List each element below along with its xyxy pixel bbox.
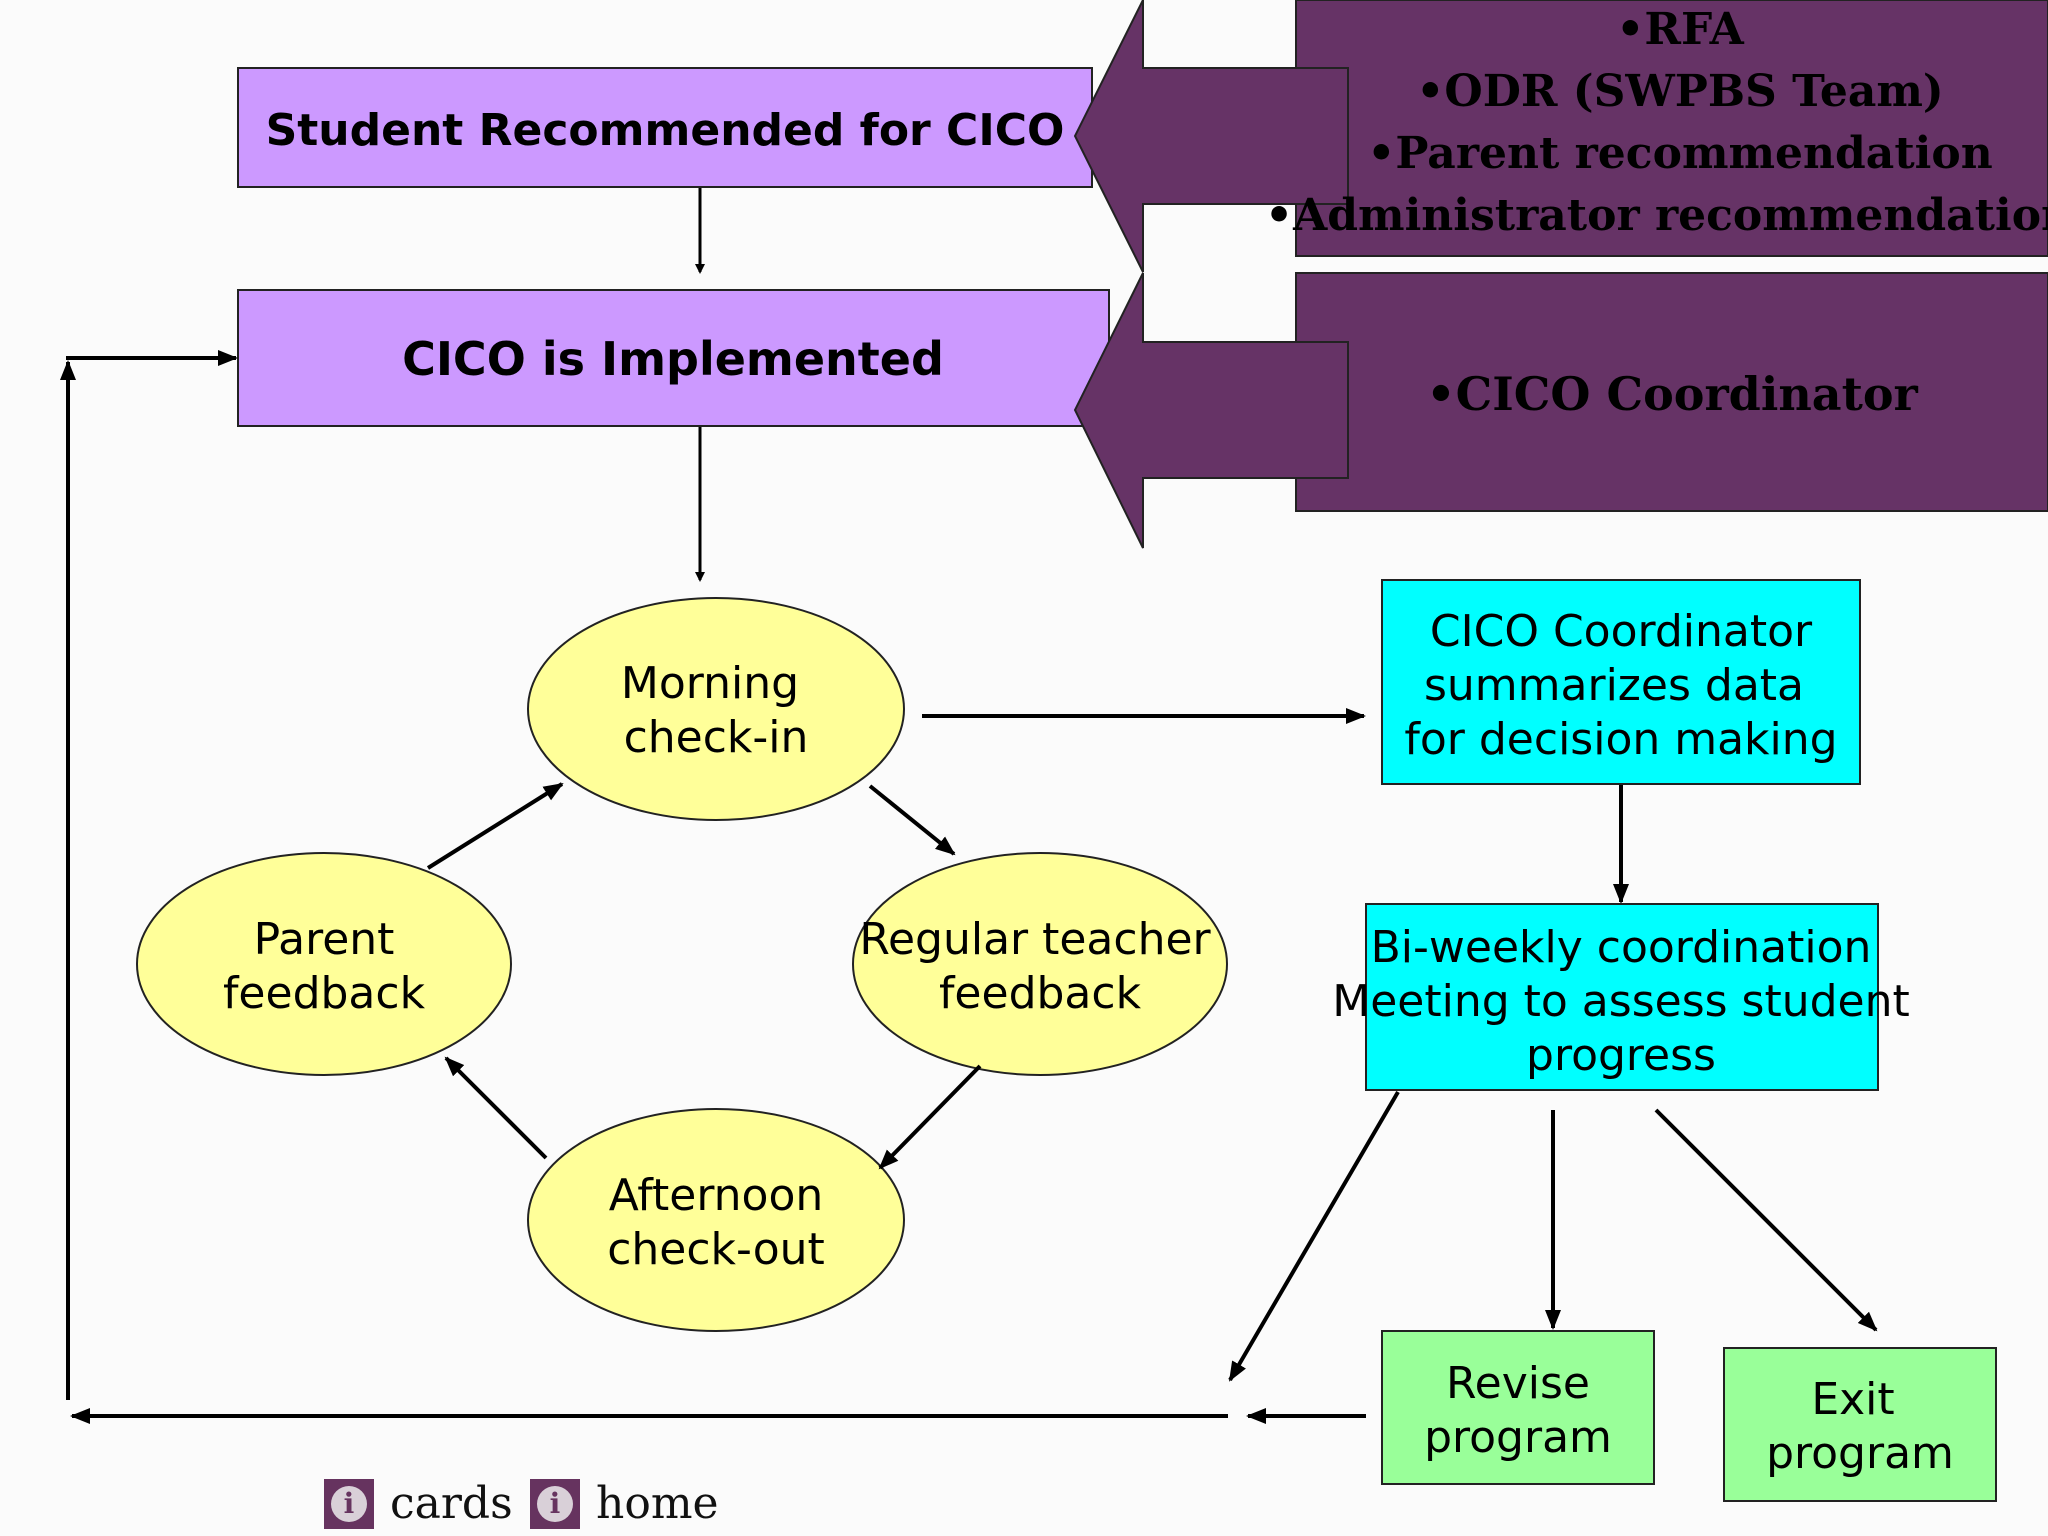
arrow-meeting-to-continue (1228, 1090, 1400, 1382)
implemented-box (237, 289, 1110, 427)
revise-line1: Revise (1446, 1358, 1590, 1409)
summary-line1: CICO Coordinator (1430, 606, 1813, 657)
parent-feedback-line1: Parent (254, 914, 395, 965)
morning-checkin-line1: Morning (621, 658, 799, 709)
morning-checkin-ellipse (527, 597, 905, 821)
referral-box (237, 67, 1093, 188)
referral-sources-arrow (1073, 0, 2048, 273)
referral-source-odr: •ODR (SWPBS Team) (1416, 66, 1943, 117)
parent-feedback-ellipse (136, 852, 512, 1076)
revise-box (1381, 1330, 1655, 1485)
morning-checkin-line2: check-in (624, 712, 809, 763)
referral-box-label: Student Recommended for CICO (266, 105, 1065, 156)
arrow-afternoon-to-parent (444, 1056, 548, 1160)
summary-line2: summarizes data (1424, 660, 1804, 711)
teacher-feedback-line2: feedback (939, 968, 1142, 1019)
teacher-feedback-line1: Regular teacher (859, 914, 1211, 965)
referral-source-rfa: •RFA (1616, 4, 1744, 55)
exit-line1: Exit (1811, 1374, 1894, 1425)
coordinator-source-label: •CICO Coordinator (1426, 367, 1918, 421)
cards-link[interactable]: cards (390, 1478, 513, 1529)
arrow-parent-to-morning (426, 782, 564, 870)
meeting-line2: Meeting to assess student (1332, 976, 1909, 1027)
meeting-box (1365, 903, 1879, 1091)
summary-line3: for decision making (1404, 714, 1837, 765)
parent-feedback-line2: feedback (223, 968, 426, 1019)
revise-line2: program (1424, 1412, 1612, 1463)
implemented-box-label: CICO is Implemented (402, 332, 944, 386)
info-icon[interactable]: i (324, 1478, 374, 1529)
arrow-meeting-to-exit (1654, 1108, 1878, 1332)
footer-nav: i cards (324, 1478, 513, 1529)
arrow-morning-to-teacher (868, 784, 956, 856)
afternoon-checkout-line2: check-out (607, 1224, 825, 1275)
afternoon-checkout-ellipse (527, 1108, 905, 1332)
home-link[interactable]: home (596, 1478, 719, 1529)
exit-box (1723, 1347, 1997, 1502)
teacher-feedback-ellipse (852, 852, 1228, 1076)
info-icon[interactable]: i (530, 1478, 580, 1529)
referral-source-parent: •Parent recommendation (1367, 128, 1992, 179)
afternoon-checkout-line1: Afternoon (609, 1170, 824, 1221)
arrow-teacher-to-afternoon (878, 1064, 982, 1170)
exit-line2: program (1766, 1428, 1954, 1479)
meeting-line3: progress (1526, 1030, 1716, 1081)
summary-box (1381, 579, 1861, 785)
referral-source-administrator: •Administrator recommendation (1265, 190, 2048, 241)
meeting-line1: Bi-weekly coordination (1371, 922, 1872, 973)
footer-nav-home: i home (530, 1478, 719, 1529)
coordinator-source-arrow (1073, 272, 2048, 549)
